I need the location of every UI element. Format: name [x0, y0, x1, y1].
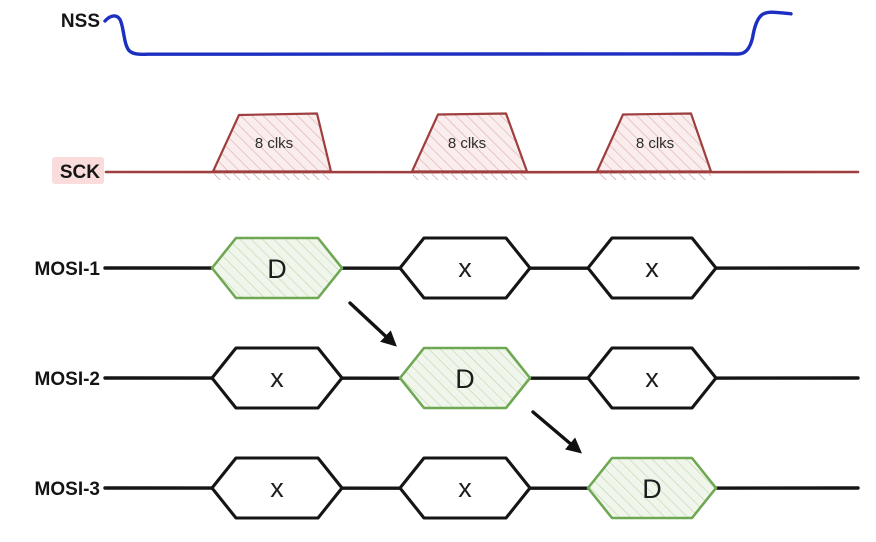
mosi2-slot2-letter: D: [455, 364, 475, 394]
sck-burst1-ground-hatch: [214, 172, 331, 180]
sck-burst2-trapezoid: [410, 112, 529, 173]
mosi2-slot1-hex: [210, 346, 344, 410]
sck-burst3-label: 8 clks: [636, 135, 674, 152]
mosi1-slot3-letter: x: [645, 253, 659, 283]
mosi1-slot2-letter: x: [458, 253, 472, 283]
mosi2-slot2-hex-data: [398, 346, 532, 410]
mosi1-slot2-hex: [398, 236, 532, 300]
mosi2-label: MOSI-2: [35, 369, 100, 390]
shift-arrow-2: [531, 410, 582, 454]
sck-burst3-trapezoid: [595, 112, 713, 173]
shift-arrow-1: [348, 301, 397, 347]
nss-waveform: [103, 10, 793, 57]
mosi1-label: MOSI-1: [35, 259, 101, 280]
mosi2-slot3-letter: x: [645, 363, 659, 393]
mosi2-slot1-letter: x: [270, 363, 284, 393]
mosi1-slot1-letter: D: [267, 254, 287, 284]
sck-label: SCK: [60, 162, 100, 183]
sck-burst3-ground-hatch: [598, 172, 711, 180]
mosi1-slot1-hex-data: [210, 236, 344, 300]
sck-label-highlight: [52, 157, 104, 184]
sck-burst2-label: 8 clks: [448, 135, 486, 152]
mosi3-slot2-letter: x: [458, 473, 472, 503]
mosi3-slot1-letter: x: [270, 473, 284, 503]
mosi3-slot2-hex: [398, 456, 532, 520]
mosi2-slot3-hex: [586, 346, 718, 410]
nss-label: NSS: [61, 11, 100, 32]
sck-burst1-label: 8 clks: [255, 135, 293, 152]
mosi3-label: MOSI-3: [35, 479, 100, 500]
mosi3-slot1-hex: [210, 456, 344, 520]
mosi3-slot3-letter: D: [642, 474, 662, 504]
sck-burst1-trapezoid: [211, 112, 333, 173]
sck-burst2-ground-hatch: [413, 172, 527, 180]
mosi3-slot3-hex-data: [586, 456, 718, 520]
mosi1-slot3-hex: [586, 236, 718, 300]
